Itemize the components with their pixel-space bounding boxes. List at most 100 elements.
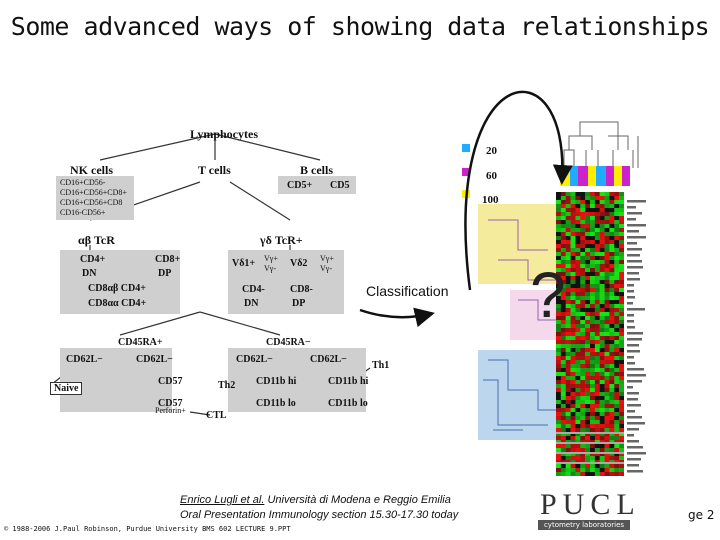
heatmap-cell bbox=[599, 348, 605, 353]
heatmap-cell bbox=[585, 408, 591, 413]
heatmap-cell bbox=[594, 316, 600, 321]
heatmap-cell bbox=[570, 312, 576, 317]
heatmap-cell bbox=[609, 432, 615, 437]
heatmap-cell bbox=[585, 404, 591, 409]
heatmap-cell bbox=[560, 444, 566, 449]
heatmap-cell bbox=[609, 360, 615, 365]
cd45ra-pos-box bbox=[60, 348, 172, 412]
heatmap-cell bbox=[575, 192, 581, 197]
heatmap-cell bbox=[599, 464, 605, 469]
heatmap-cell bbox=[614, 444, 620, 449]
heatmap-cell bbox=[585, 276, 591, 281]
cd8ab-node: CD8αβ CD4+ bbox=[88, 283, 146, 294]
heatmap-cell bbox=[614, 360, 620, 365]
heatmap-cell bbox=[604, 300, 610, 305]
heatmap-cell bbox=[556, 468, 562, 473]
heatmap-cell bbox=[585, 236, 591, 241]
heatmap-cell bbox=[604, 212, 610, 217]
heatmap-cell bbox=[560, 264, 566, 269]
heatmap-cell bbox=[604, 268, 610, 273]
classification-arrow bbox=[359, 307, 435, 328]
heatmap-cell bbox=[599, 364, 605, 369]
heatmap-cell bbox=[580, 280, 586, 285]
heatmap-cell bbox=[594, 196, 600, 201]
heatmap-cell bbox=[560, 344, 566, 349]
row-label-mark bbox=[627, 386, 633, 389]
heatmap-cell bbox=[575, 276, 581, 281]
heatmap-cell bbox=[580, 408, 586, 413]
heatmap-cell bbox=[599, 340, 605, 345]
heatmap-cell bbox=[585, 356, 591, 361]
heatmap-cell bbox=[594, 388, 600, 393]
heatmap-cell bbox=[599, 332, 605, 337]
cd45ra-neg-box bbox=[228, 348, 366, 412]
heatmap-cell bbox=[590, 416, 596, 421]
heatmap-cell bbox=[604, 400, 610, 405]
heatmap-cell bbox=[560, 392, 566, 397]
heatmap-cell bbox=[580, 260, 586, 265]
classification-label: Classification bbox=[366, 283, 449, 299]
heatmap-cell bbox=[590, 408, 596, 413]
heatmap-cell bbox=[599, 416, 605, 421]
heatmap-cell bbox=[565, 352, 571, 357]
heatmap-cell bbox=[614, 272, 620, 277]
heatmap-cell bbox=[556, 356, 562, 361]
heatmap-cell bbox=[570, 416, 576, 421]
heatmap-cell bbox=[590, 232, 596, 237]
heatmap-cell bbox=[614, 300, 620, 305]
vd2-node: Vδ2 bbox=[290, 258, 308, 269]
heatmap-cell bbox=[614, 336, 620, 341]
heatmap-cell bbox=[575, 328, 581, 333]
heatmap-cell bbox=[570, 284, 576, 289]
heatmap-cell bbox=[585, 344, 591, 349]
heatmap-cell bbox=[585, 216, 591, 221]
heatmap-cell bbox=[604, 332, 610, 337]
heatmap-cell bbox=[556, 400, 562, 405]
citation-institution: Università di Modena e Reggio Emilia bbox=[264, 494, 451, 506]
vd1-node: Vδ1+ bbox=[232, 258, 256, 269]
heatmap-cell bbox=[604, 416, 610, 421]
heatmap-cell bbox=[556, 360, 562, 365]
heatmap-cell bbox=[565, 220, 571, 225]
heatmap-cell bbox=[556, 340, 562, 345]
heatmap-cell bbox=[560, 376, 566, 381]
heatmap-cell bbox=[556, 296, 562, 301]
heatmap-cell bbox=[575, 340, 581, 345]
heatmap-cell bbox=[570, 296, 576, 301]
heatmap-cell bbox=[556, 372, 562, 377]
slide-title: Some advanced ways of showing data relat… bbox=[10, 12, 710, 41]
heatmap-cell bbox=[614, 296, 620, 301]
heatmap-cell bbox=[556, 316, 562, 321]
heatmap-cell bbox=[580, 400, 586, 405]
heatmap-cell bbox=[575, 292, 581, 297]
heatmap-cell bbox=[560, 276, 566, 281]
heatmap-cell bbox=[609, 260, 615, 265]
heatmap-cell bbox=[599, 392, 605, 397]
heatmap-cell bbox=[614, 380, 620, 385]
heatmap-cell bbox=[556, 228, 562, 233]
heatmap-cell bbox=[585, 336, 591, 341]
heatmap-cell bbox=[565, 444, 571, 449]
heatmap-cell bbox=[604, 264, 610, 269]
heatmap-cell bbox=[560, 384, 566, 389]
vd2-vg1-node: Vγ+ bbox=[320, 254, 334, 263]
heatmap-cell bbox=[614, 252, 620, 257]
heatmap-cell bbox=[580, 308, 586, 313]
heatmap-cell bbox=[609, 220, 615, 225]
row-label-mark bbox=[627, 428, 639, 431]
heatmap-cell bbox=[580, 196, 586, 201]
perforin-node: Perforin+ bbox=[155, 406, 186, 415]
heatmap-cell bbox=[570, 420, 576, 425]
heatmap-cell bbox=[609, 316, 615, 321]
heatmap-cell bbox=[604, 284, 610, 289]
heatmap-cell bbox=[594, 208, 600, 213]
heatmap-cell bbox=[594, 292, 600, 297]
heatmap-cell bbox=[556, 252, 562, 257]
heatmap-cell bbox=[614, 328, 620, 333]
nk-marker-1: CD16+CD56- bbox=[60, 178, 106, 187]
heatmap-cell bbox=[614, 452, 620, 457]
heatmap-cell bbox=[580, 392, 586, 397]
row-label-mark bbox=[627, 338, 642, 341]
heatmap-cell bbox=[575, 428, 581, 433]
heatmap-cell bbox=[556, 260, 562, 265]
